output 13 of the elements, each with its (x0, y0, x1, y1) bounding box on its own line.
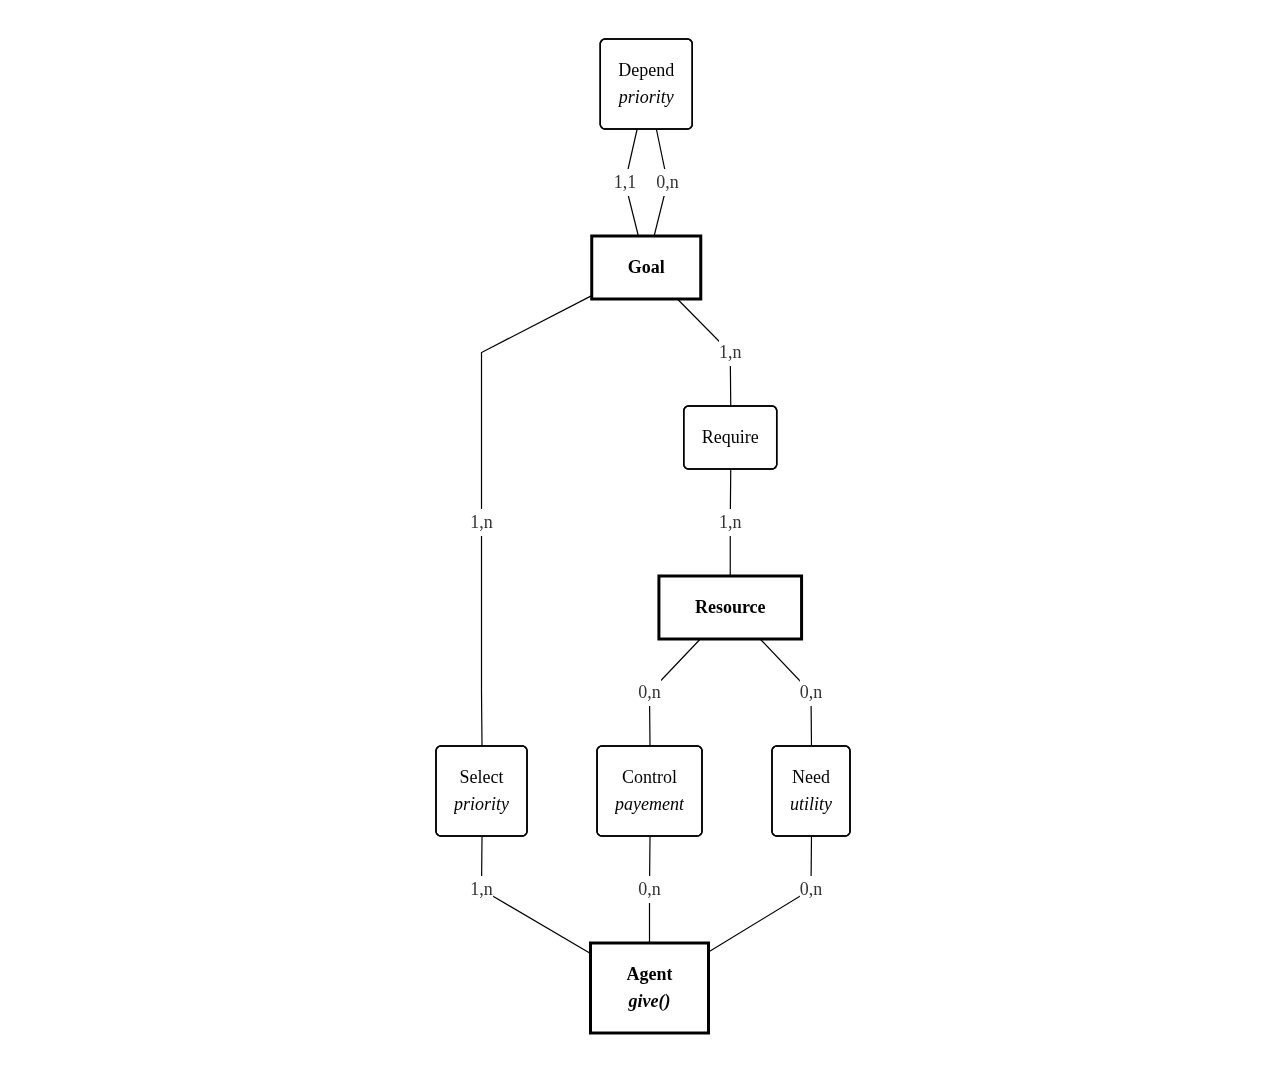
edge-label: 1,n (470, 879, 493, 899)
node-box: Agent give() (589, 941, 710, 1035)
edge-label: 0,n (799, 879, 823, 899)
edge-label: 1,n (718, 342, 742, 362)
node-box: Resource (657, 574, 804, 641)
edge-label: 1,n (470, 512, 493, 532)
node-box: Goal (590, 234, 703, 301)
edge-label: 0,n (638, 879, 661, 899)
edge-label: 0,n (799, 682, 823, 702)
edge-label: 0,n (656, 172, 679, 192)
edge-label: 0,n (638, 682, 661, 702)
edge-label: 1,1 (613, 172, 637, 192)
edge-label: 1,n (718, 512, 742, 532)
